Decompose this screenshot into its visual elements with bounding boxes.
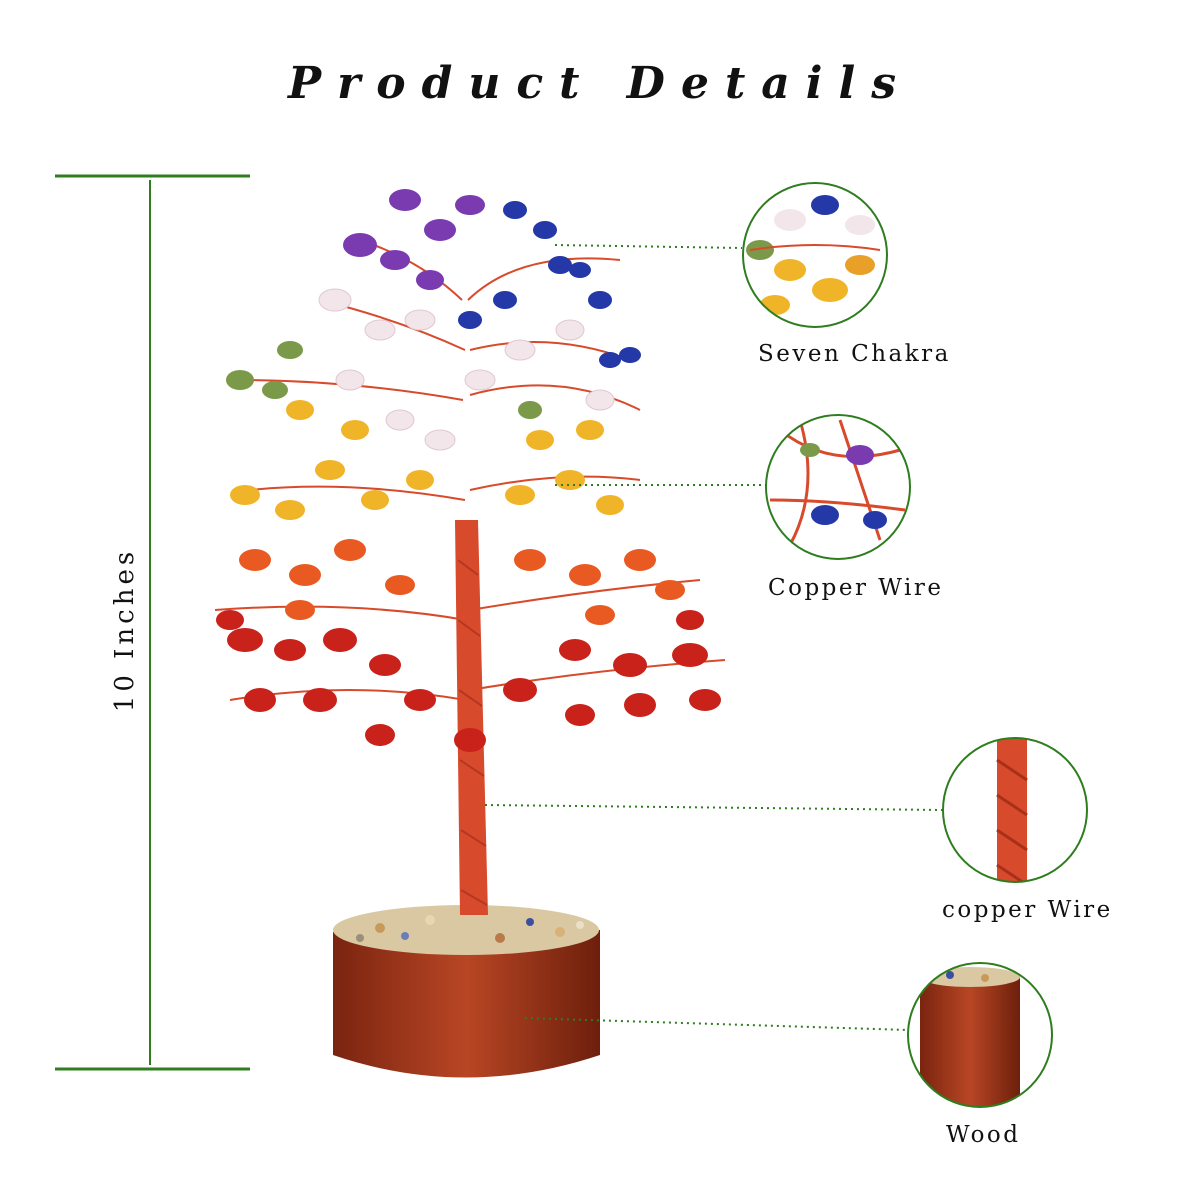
callout-wood-circle — [907, 962, 1053, 1108]
callout-trunk-wire-circle — [942, 737, 1088, 883]
label-seven-chakra: Seven Chakra — [758, 341, 951, 367]
callout-copper-wire-circle — [765, 414, 911, 560]
pebble-top — [333, 905, 599, 955]
leader-wood — [524, 1017, 909, 1031]
blue-stones — [458, 201, 641, 368]
red-stones — [216, 610, 721, 752]
label-trunk-copper-wire: copper Wire — [942, 897, 1113, 923]
purple-stones — [343, 189, 485, 290]
label-copper-wire: Copper Wire — [768, 575, 944, 601]
pebbles — [356, 915, 584, 943]
leader-lines — [484, 244, 943, 1031]
white-stones — [318, 288, 615, 451]
leader-copper-wire-trunk — [484, 804, 943, 811]
orange-stones — [239, 539, 685, 625]
height-label: 10 Inches — [110, 547, 140, 713]
chakra-tree-image — [214, 189, 726, 1078]
callout-seven-chakra-circle — [742, 182, 888, 328]
green-stones — [226, 341, 542, 419]
trunk — [455, 520, 488, 915]
leader-seven-chakra — [554, 244, 743, 249]
yellow-stones — [230, 400, 624, 520]
wood-base — [333, 915, 600, 1078]
label-wood: Wood — [946, 1122, 1021, 1148]
page-title: Product Details — [288, 58, 912, 109]
height-dimension — [55, 174, 250, 1071]
